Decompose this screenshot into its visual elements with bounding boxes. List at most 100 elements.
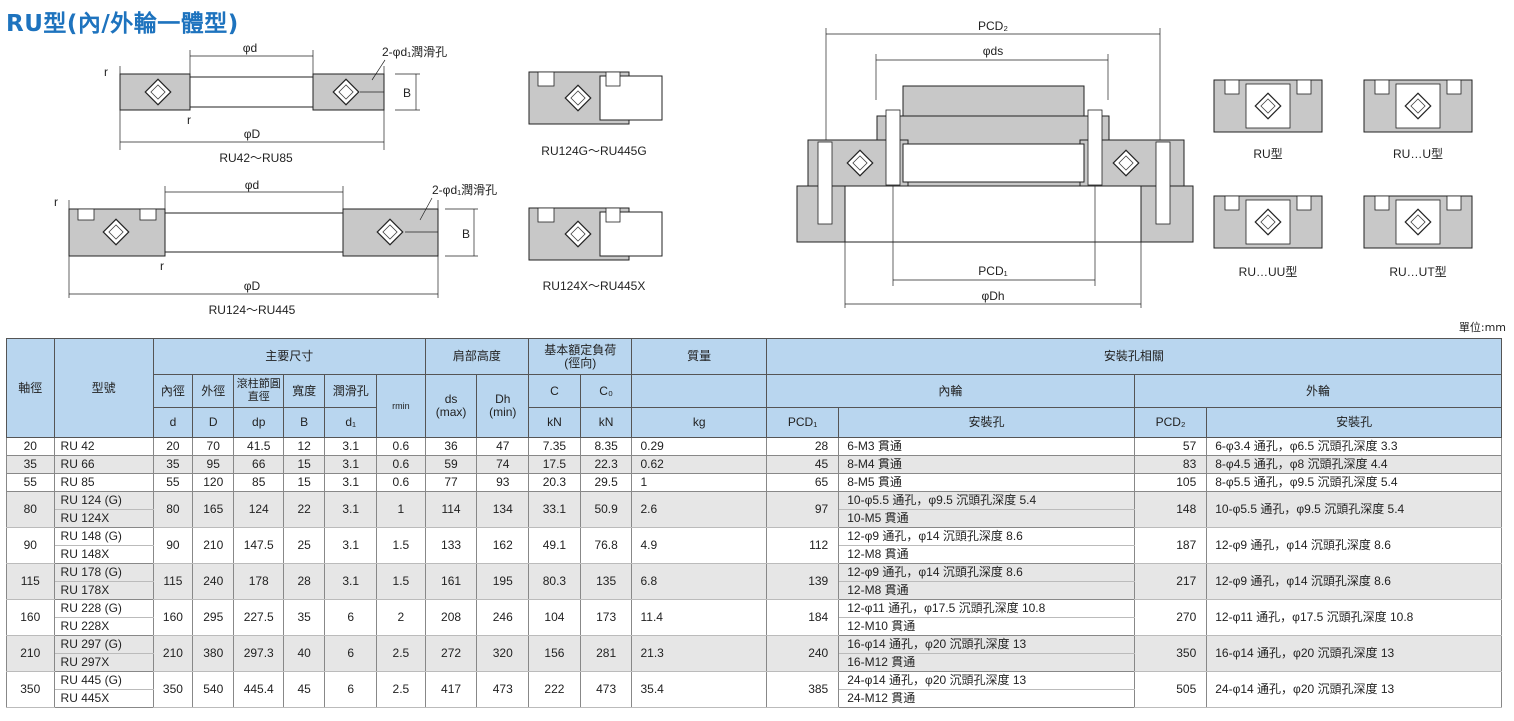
table-cell: 77 bbox=[424, 473, 478, 492]
table-cell: 8-φ4.5 通孔，φ8 沉頭孔深度 4.4 bbox=[1206, 455, 1502, 474]
table-cell: 1 bbox=[631, 473, 767, 492]
table-cell: 160 bbox=[6, 599, 55, 636]
variant-ru-ut: RU…UT型 bbox=[1363, 195, 1473, 279]
header-id: 內徑 bbox=[152, 374, 194, 408]
table-cell: 29.5 bbox=[579, 473, 633, 492]
fig1-hole-label: 2-φd₁潤滑孔 bbox=[382, 45, 447, 59]
table-cell: 10-M5 貫通 bbox=[838, 509, 1135, 528]
table-cell: RU 445 (G) bbox=[53, 671, 154, 690]
table-cell: RU 85 bbox=[53, 473, 154, 492]
table-cell: 22.3 bbox=[579, 455, 633, 474]
header-rmin: rmin bbox=[376, 374, 426, 438]
drawing-ru124g-445g: RU124G～RU445G bbox=[528, 71, 663, 158]
table-cell: 45 bbox=[283, 671, 326, 708]
table-cell: 16-φ14 通孔，φ20 沉頭孔深度 13 bbox=[1206, 635, 1502, 672]
table-cell: RU 124 (G) bbox=[53, 491, 154, 510]
table-cell: 1 bbox=[376, 491, 426, 528]
table-cell: 8-φ5.5 通孔，φ9.5 沉頭孔深度 5.4 bbox=[1206, 473, 1502, 492]
table-cell: 210 bbox=[152, 635, 194, 672]
header-unit-kn1: kN bbox=[528, 407, 581, 438]
table-cell: 24-φ14 通孔，φ20 沉頭孔深度 13 bbox=[838, 671, 1135, 690]
table-cell: 104 bbox=[528, 599, 581, 636]
table-cell: 20 bbox=[6, 437, 55, 456]
table-cell: 80.3 bbox=[528, 563, 581, 600]
table-cell: 12-φ9 通孔，φ14 沉頭孔深度 8.6 bbox=[838, 563, 1135, 582]
table-cell: 11.4 bbox=[631, 599, 767, 636]
variant-ru-u: RU…U型 bbox=[1363, 79, 1473, 161]
table-cell: 90 bbox=[152, 527, 194, 564]
table-cell: 2.6 bbox=[631, 491, 767, 528]
fig2-caption: RU124～RU445 bbox=[209, 303, 296, 317]
table-cell: 3.1 bbox=[324, 437, 378, 456]
table-cell: 12-φ11 通孔，φ17.5 沉頭孔深度 10.8 bbox=[838, 599, 1135, 618]
fig2-B-label: B bbox=[462, 227, 470, 241]
table-cell: 93 bbox=[476, 473, 530, 492]
table-cell: 70 bbox=[192, 437, 235, 456]
table-cell: 85 bbox=[233, 473, 285, 492]
table-cell: 272 bbox=[424, 635, 478, 672]
table-cell: 16-φ14 通孔，φ20 沉頭孔深度 13 bbox=[838, 635, 1135, 654]
table-cell: 90 bbox=[6, 527, 55, 564]
variant-ru-ut-label: RU…UT型 bbox=[1389, 265, 1446, 279]
header-shaft: 軸徑 bbox=[6, 338, 55, 438]
header-shoulder: 肩部高度 bbox=[424, 338, 530, 375]
table-cell: 12-φ9 通孔，φ14 沉頭孔深度 8.6 bbox=[1206, 527, 1502, 564]
table-cell: 6 bbox=[324, 599, 378, 636]
variant-ru-u-label: RU…U型 bbox=[1393, 147, 1443, 161]
fig1-d-label: φd bbox=[243, 41, 257, 55]
header-main: 主要尺寸 bbox=[152, 338, 426, 375]
table-cell: 112 bbox=[765, 527, 840, 564]
mount-dh-label: φDh bbox=[981, 289, 1004, 303]
drawing-ru124-445: φd φD 2-φd₁潤滑孔 B r r RU124～RU445 bbox=[54, 178, 497, 317]
table-cell: RU 178X bbox=[53, 581, 154, 600]
table-cell: 281 bbox=[579, 635, 633, 672]
table-cell: RU 148 (G) bbox=[53, 527, 154, 546]
table-cell: 3.1 bbox=[324, 563, 378, 600]
header-c0: C₀ bbox=[579, 374, 633, 408]
header-unit-d1: d₁ bbox=[324, 407, 378, 438]
header-oil: 潤滑孔 bbox=[324, 374, 378, 408]
table-cell: 1.5 bbox=[376, 563, 426, 600]
table-cell: 133 bbox=[424, 527, 478, 564]
table-cell: 55 bbox=[6, 473, 55, 492]
page-title: RU型(內/外輪一體型) bbox=[6, 11, 239, 37]
table-cell: 445.4 bbox=[233, 671, 285, 708]
table-cell: 21.3 bbox=[631, 635, 767, 672]
header-od: 外徑 bbox=[192, 374, 235, 408]
table-cell: 139 bbox=[765, 563, 840, 600]
header-ds: ds (max) bbox=[424, 374, 478, 438]
table-cell: 161 bbox=[424, 563, 478, 600]
table-cell: 350 bbox=[152, 671, 194, 708]
table-cell: 0.6 bbox=[376, 437, 426, 456]
table-cell: 15 bbox=[283, 473, 326, 492]
table-cell: 417 bbox=[424, 671, 478, 708]
header-inner: 內輪 bbox=[765, 374, 1135, 408]
table-cell: 80 bbox=[152, 491, 194, 528]
table-cell: 350 bbox=[1133, 635, 1208, 672]
table-cell: 17.5 bbox=[528, 455, 581, 474]
table-cell: 160 bbox=[152, 599, 194, 636]
table-cell: 36 bbox=[424, 437, 478, 456]
table-cell: 12-φ11 通孔，φ17.5 沉頭孔深度 10.8 bbox=[1206, 599, 1502, 636]
table-cell: RU 178 (G) bbox=[53, 563, 154, 582]
table-cell: 10-φ5.5 通孔，φ9.5 沉頭孔深度 5.4 bbox=[838, 491, 1135, 510]
table-cell: RU 228X bbox=[53, 617, 154, 636]
fig1-r-label: r bbox=[104, 65, 108, 79]
table-cell: RU 66 bbox=[53, 455, 154, 474]
header-pcd1: PCD₁ bbox=[765, 407, 840, 438]
table-cell: 40 bbox=[283, 635, 326, 672]
table-cell: 187 bbox=[1133, 527, 1208, 564]
fig1-r2-label: r bbox=[187, 113, 191, 127]
table-cell: RU 42 bbox=[53, 437, 154, 456]
bearing-drawings: φd φD 2-φd₁潤滑孔 B r r RU42～RU85 φd φD 2-φ… bbox=[54, 19, 1473, 317]
table-cell: 0.6 bbox=[376, 455, 426, 474]
table-cell: 222 bbox=[528, 671, 581, 708]
table-cell: 148 bbox=[1133, 491, 1208, 528]
table-cell: 1.5 bbox=[376, 527, 426, 564]
drawing-ru124x-445x: RU124X～RU445X bbox=[528, 207, 663, 293]
